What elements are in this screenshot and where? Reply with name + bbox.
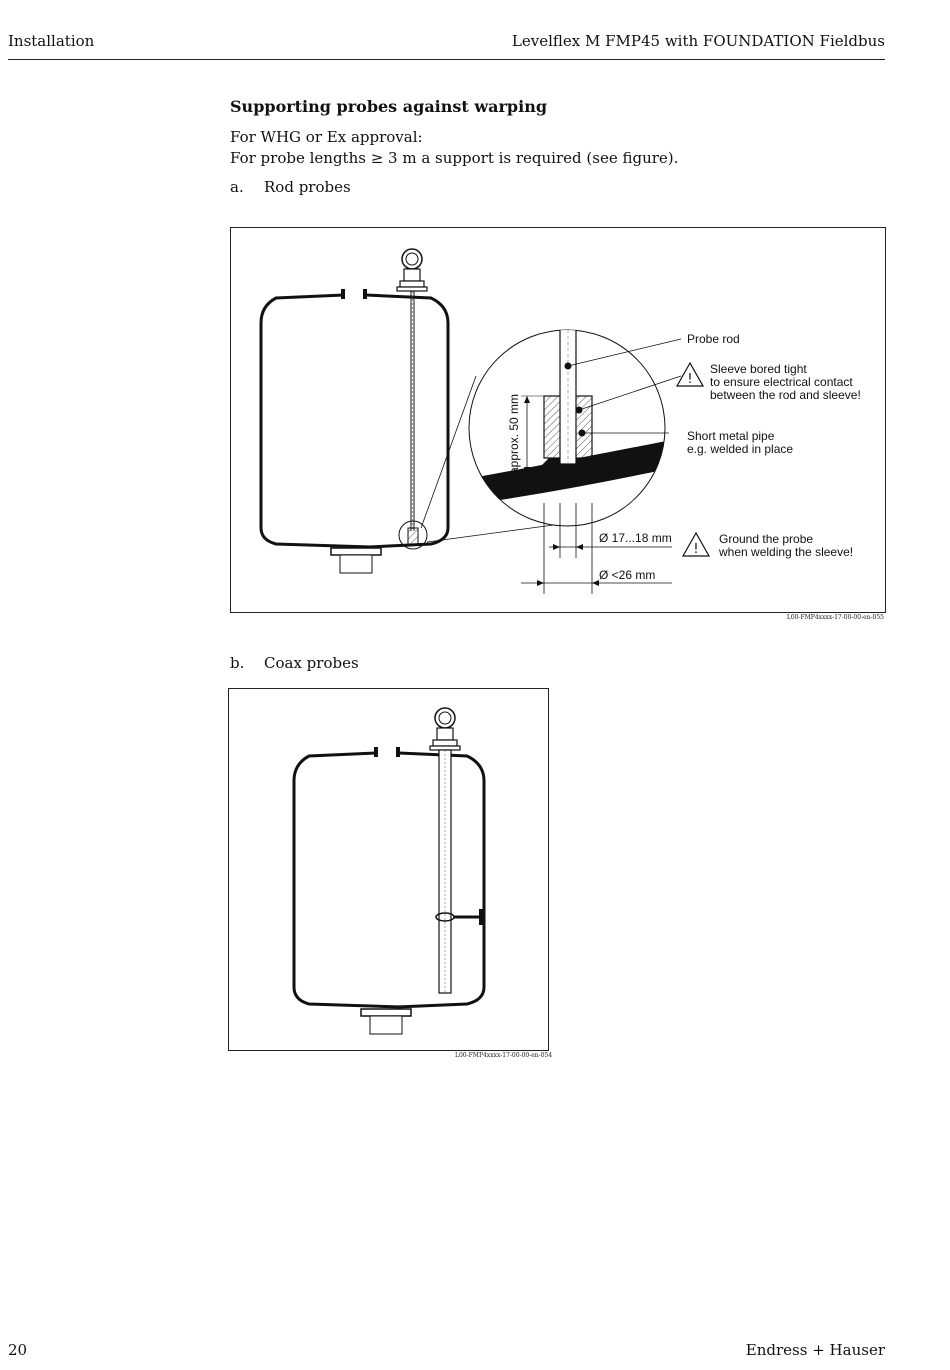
svg-text:!: !: [687, 372, 692, 387]
page-number: 20: [8, 1341, 28, 1359]
label-diameter-inner: Ø 17...18 mm: [599, 531, 672, 545]
tank-opening-edge-left: [374, 747, 378, 757]
rod-probe-diagram: approx. 50 mm Ø 17...18 mm Ø <26 mm ! ! …: [259, 248, 861, 594]
label-sleeve-line-1: Sleeve bored tight: [710, 362, 807, 376]
coax-probe-tube: [438, 749, 452, 994]
header-document-title: Levelflex M FMP45 with FOUNDATION Fieldb…: [511, 32, 885, 50]
length-requirement-text: For probe lengths ≥ 3 m a support is req…: [230, 149, 679, 167]
list-marker-a: a.: [230, 178, 244, 196]
sleeve-small: [407, 527, 419, 545]
list-label-rod-probes: Rod probes: [264, 178, 351, 196]
transmitter-head: [396, 248, 428, 292]
bottom-nozzle: [360, 1008, 412, 1035]
label-probe-rod: Probe rod: [687, 332, 740, 346]
label-sleeve-line-3: between the rod and sleeve!: [710, 388, 861, 402]
warning-icon: [681, 531, 711, 557]
detail-marker-circle: [398, 520, 428, 550]
header-divider: [8, 59, 885, 60]
tank-opening-edge-right: [363, 289, 367, 299]
label-pipe-line-1: Short metal pipe: [687, 429, 775, 443]
list-label-coax-probes: Coax probes: [264, 654, 359, 672]
tank-vessel: [259, 293, 450, 549]
label-ground-line-2: when welding the sleeve!: [718, 545, 853, 559]
tank-opening-edge-right: [396, 747, 400, 757]
label-pipe-line-2: e.g. welded in place: [687, 442, 793, 456]
section-heading: Supporting probes against warping: [230, 97, 548, 116]
tank-vessel: [292, 751, 486, 1009]
coax-probe-diagram: [292, 707, 486, 1035]
magnified-detail: [468, 329, 666, 527]
coax-support-bracket: [435, 909, 484, 925]
bottom-nozzle: [330, 547, 382, 574]
label-diameter-outer: Ø <26 mm: [599, 568, 655, 582]
svg-text:!: !: [693, 542, 698, 557]
figure-1-reference: L00-FMP4xxxx-17-00-00-en-055: [786, 614, 884, 621]
list-marker-b: b.: [230, 654, 245, 672]
probe-rod-line: [410, 291, 415, 531]
figure-2-reference: L00-FMP4xxxx-17-00-00-en-054: [455, 1052, 553, 1059]
transmitter-head: [429, 707, 461, 751]
approval-text: For WHG or Ex approval:: [230, 128, 423, 146]
label-ground-line-1: Ground the probe: [719, 532, 813, 546]
label-sleeve-line-2: to ensure electrical contact: [710, 375, 853, 389]
label-approx-50mm: approx. 50 mm: [507, 394, 521, 474]
tank-opening-edge-left: [341, 289, 345, 299]
footer-brand: Endress + Hauser: [745, 1341, 885, 1359]
figure-rod-probes: approx. 50 mm Ø 17...18 mm Ø <26 mm ! ! …: [230, 227, 886, 613]
figure-coax-probes: [228, 688, 549, 1051]
header-section-title: Installation: [8, 32, 95, 50]
warning-icon: [675, 361, 705, 387]
